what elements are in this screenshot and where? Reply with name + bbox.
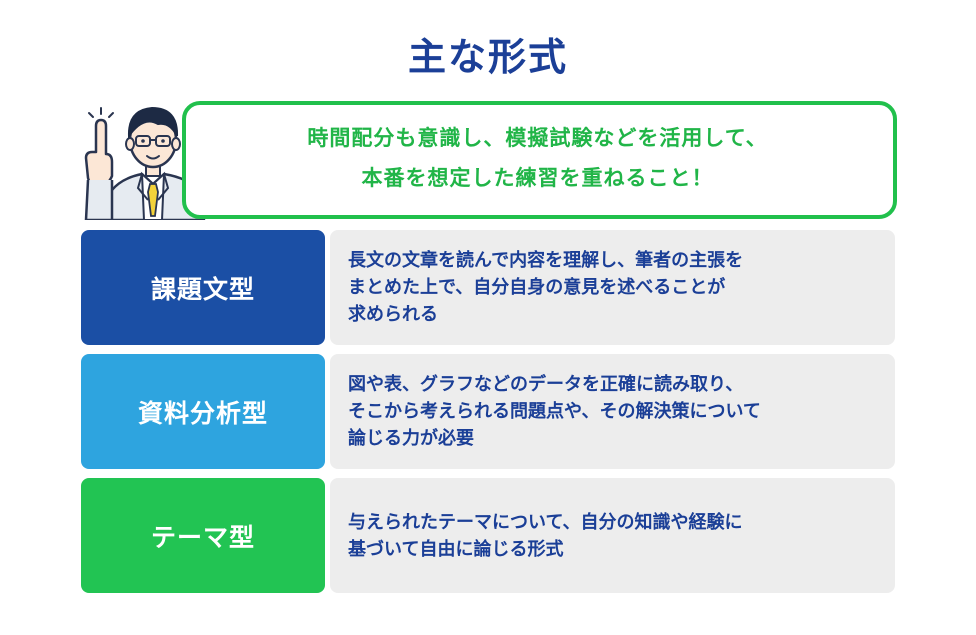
format-description-box: 図や表、グラフなどのデータを正確に読み取り、 そこから考えられる問題点や、その解… [330,354,895,469]
format-row-theme: テーマ型 与えられたテーマについて、自分の知識や経験に 基づいて自由に論じる形式 [81,478,895,593]
format-label: テーマ型 [81,478,325,593]
format-row-essay: 課題文型 長文の文章を読んで内容を理解し、筆者の主張を まとめた上で、自分自身の… [81,230,895,345]
format-description-box: 与えられたテーマについて、自分の知識や経験に 基づいて自由に論じる形式 [330,478,895,593]
format-description: 与えられたテーマについて、自分の知識や経験に 基づいて自由に論じる形式 [348,511,743,560]
page-title: 主な形式 [407,35,568,79]
format-description: 長文の文章を読んで内容を理解し、筆者の主張を まとめた上で、自分自身の意見を述べ… [348,250,744,325]
man-pointing-up-icon [84,106,206,220]
speech-line-2: 本番を想定した練習を重ねること！ [361,166,714,190]
format-label: 資料分析型 [81,354,325,469]
format-description: 図や表、グラフなどのデータを正確に読み取り、 そこから考えられる問題点や、その解… [348,374,761,449]
speech-line-1: 時間配分も意識し、模擬試験などを活用して、 [307,126,768,150]
speech-bubble [182,101,897,219]
format-label: 課題文型 [81,230,325,345]
format-row-data-analysis: 資料分析型 図や表、グラフなどのデータを正確に読み取り、 そこから考えられる問題… [81,354,895,469]
format-description-box: 長文の文章を読んで内容を理解し、筆者の主張を まとめた上で、自分自身の意見を述べ… [330,230,895,345]
speech-bubble-text: 時間配分も意識し、模擬試験などを活用して、 本番を想定した練習を重ねること！ [195,118,880,198]
